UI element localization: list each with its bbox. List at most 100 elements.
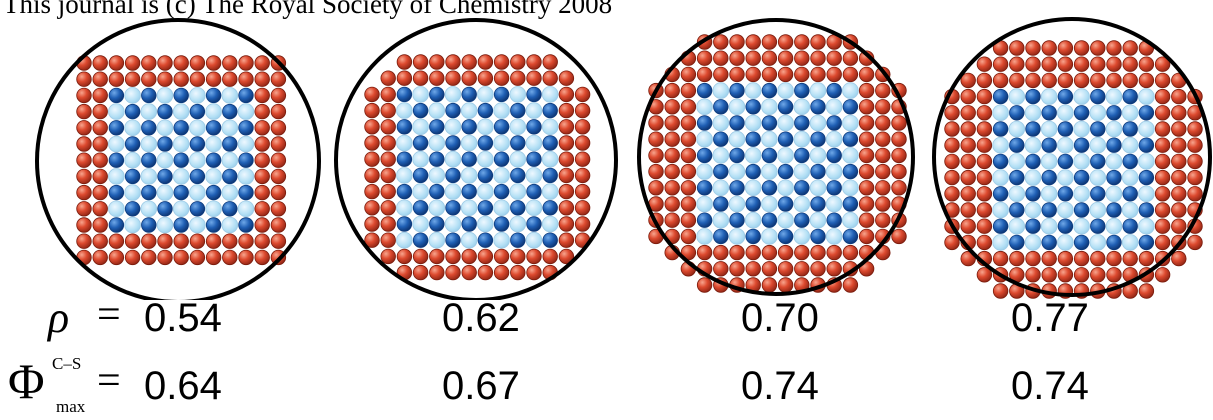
core-particle — [1009, 234, 1025, 251]
shell-particle — [648, 131, 664, 147]
shell-particle — [976, 56, 993, 72]
core-particle — [205, 103, 222, 120]
core-particle — [526, 151, 542, 167]
shell-particle — [574, 216, 591, 232]
core-particle — [745, 131, 761, 147]
core-particle — [744, 179, 762, 197]
core-particle — [525, 134, 543, 152]
shell-particle — [173, 233, 189, 249]
core-particle — [793, 130, 811, 148]
core-particle — [1009, 169, 1025, 186]
core-particle — [842, 82, 859, 99]
shell-particle — [1171, 137, 1187, 153]
core-particle — [1121, 201, 1139, 219]
core-particle — [777, 211, 794, 229]
shell-particle — [826, 50, 842, 66]
shell-particle — [364, 86, 380, 103]
shell-particle — [858, 115, 875, 131]
core-particle — [189, 184, 206, 201]
shell-particle — [270, 71, 287, 87]
shell-particle — [76, 168, 92, 185]
core-particle — [1057, 234, 1074, 251]
core-particle — [1122, 153, 1138, 170]
shell-particle — [729, 66, 745, 83]
shell-particle — [664, 180, 680, 196]
core-particle — [237, 168, 255, 185]
shell-particle — [696, 277, 713, 293]
shell-particle — [664, 147, 680, 164]
shell-particle — [493, 54, 510, 70]
core-particle — [1025, 218, 1041, 234]
shell-particle — [1090, 267, 1106, 283]
core-particle — [108, 120, 125, 136]
core-particle — [412, 102, 429, 119]
shell-particle — [412, 248, 429, 265]
shell-particle — [858, 147, 875, 164]
core-particle — [222, 103, 238, 120]
core-particle — [794, 82, 810, 99]
shell-particle — [1025, 250, 1041, 267]
shell-particle — [477, 248, 494, 265]
shell-particle — [794, 244, 810, 261]
core-particle — [477, 215, 494, 233]
shell-particle — [270, 136, 287, 152]
shell-particle — [364, 151, 380, 167]
core-particle — [729, 212, 745, 228]
shell-particle — [92, 184, 108, 201]
shell-particle — [254, 136, 270, 152]
shell-particle — [761, 244, 778, 261]
shell-particle — [1154, 234, 1171, 251]
core-particle — [713, 228, 729, 245]
core-particle — [1025, 153, 1041, 170]
shell-particle — [729, 261, 745, 277]
core-particle — [428, 102, 446, 119]
shell-particle — [777, 277, 794, 293]
shell-particle — [493, 248, 510, 265]
shell-particle — [826, 244, 842, 261]
core-particle — [221, 119, 239, 137]
core-particle — [1024, 234, 1042, 251]
core-particle — [1025, 88, 1041, 105]
shell-particle — [664, 99, 680, 115]
core-particle — [412, 167, 429, 184]
core-particle — [526, 119, 542, 135]
core-particle — [842, 114, 859, 132]
core-particle — [728, 195, 746, 213]
shell-particle — [364, 200, 380, 216]
shell-particle — [976, 88, 993, 105]
core-particle — [541, 183, 559, 200]
shell-particle — [713, 261, 729, 277]
shell-particle — [141, 55, 157, 71]
phi-superscript: C–S — [52, 354, 82, 373]
shell-particle — [1138, 72, 1155, 89]
shell-particle — [380, 216, 396, 232]
shell-particle — [648, 147, 664, 164]
core-particle — [825, 163, 843, 180]
shell-particle — [1122, 56, 1138, 72]
rho-equals-sign: = — [97, 292, 121, 338]
shell-particle — [254, 184, 270, 201]
core-particle — [477, 102, 494, 119]
core-particle — [1024, 201, 1042, 219]
core-particle — [728, 98, 746, 116]
core-particle — [1121, 136, 1139, 154]
shell-particle — [574, 167, 591, 184]
core-particle — [141, 120, 157, 136]
shell-particle — [270, 184, 287, 201]
shell-particle — [558, 232, 575, 248]
core-particle — [205, 120, 222, 136]
core-particle — [1138, 137, 1155, 153]
shell-particle — [574, 135, 591, 151]
shell-particle — [1154, 88, 1171, 105]
shell-particle — [108, 249, 125, 266]
core-particle — [810, 163, 826, 180]
shell-particle — [858, 50, 875, 66]
shell-particle — [1025, 267, 1041, 283]
core-particle — [412, 215, 429, 233]
core-particle — [1106, 202, 1122, 218]
core-particle — [793, 163, 811, 180]
shell-particle — [461, 248, 477, 265]
shell-particle — [745, 261, 761, 277]
core-particle — [461, 86, 477, 103]
core-particle — [1105, 217, 1123, 235]
